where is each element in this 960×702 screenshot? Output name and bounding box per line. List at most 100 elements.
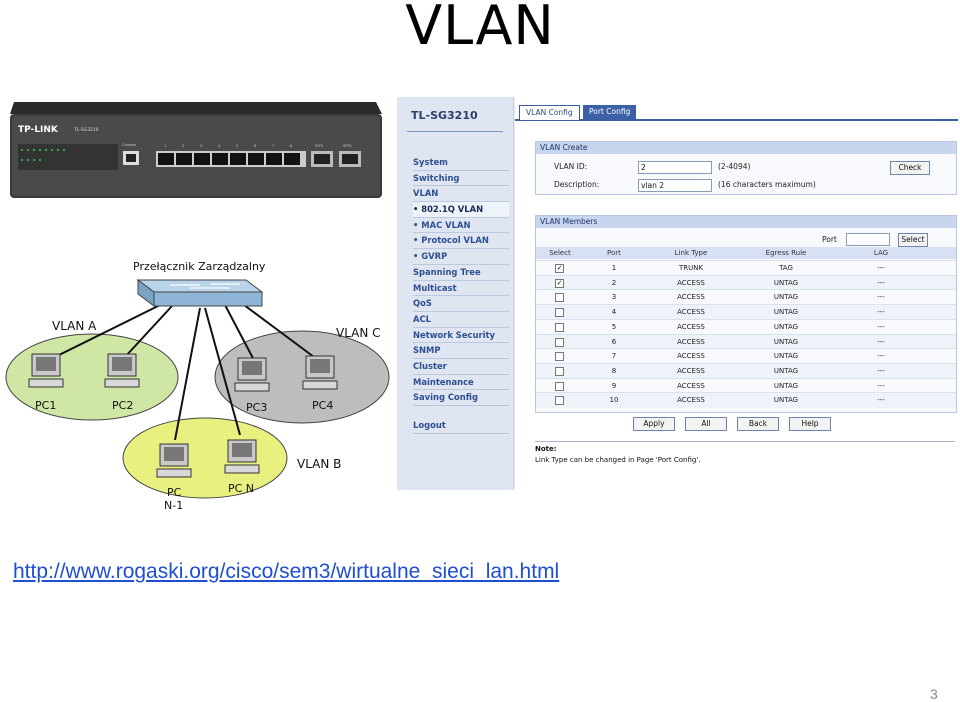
row-lag: --- — [877, 381, 885, 390]
row-checkbox[interactable] — [555, 366, 564, 376]
table-row: 10 ACCESS UNTAG --- — [536, 392, 956, 408]
row-checkbox[interactable] — [555, 396, 564, 406]
hardware-model-label: TL-SG3210 — [73, 127, 99, 133]
tplink-logo: TP-LINK — [18, 125, 59, 135]
row-port: 6 — [611, 337, 617, 346]
vlan-members-header: VLAN Members — [536, 216, 956, 228]
sidebar-item-8021q-vlan[interactable]: • 802.1Q VLAN — [413, 202, 509, 218]
svg-text:1: 1 — [164, 144, 166, 148]
svg-text:3: 3 — [200, 144, 202, 148]
table-row: 5 ACCESS UNTAG --- — [536, 318, 956, 335]
pcn-label: PC N — [228, 482, 254, 495]
sidebar-item-logout[interactable]: Logout — [413, 418, 509, 434]
row-egress: TAG — [779, 264, 793, 272]
row-lag: --- — [877, 264, 885, 272]
row-port: 5 — [611, 322, 617, 331]
svg-text:2: 2 — [182, 144, 184, 148]
sidebar-item-maintenance[interactable]: Maintenance — [413, 375, 509, 391]
row-checkbox[interactable]: ✓ — [555, 278, 564, 288]
row-checkbox[interactable] — [555, 308, 564, 318]
table-row: 6 ACCESS UNTAG --- — [536, 333, 956, 350]
row-egress: UNTAG — [773, 293, 799, 302]
all-button[interactable]: All — [685, 417, 727, 431]
description-input[interactable]: vlan 2 — [638, 179, 712, 192]
row-checkbox[interactable] — [555, 322, 564, 332]
sidebar-item-acl[interactable]: ACL — [413, 312, 509, 328]
check-button[interactable]: Check — [890, 161, 930, 175]
sidebar-nav: System Switching VLAN • 802.1Q VLAN • MA… — [413, 155, 509, 434]
row-port: 7 — [611, 352, 617, 361]
row-port: 2 — [611, 278, 617, 287]
row-port: 9 — [611, 381, 617, 390]
switch-web-ui: TL-SG3210 System Switching VLAN • 802.1Q… — [397, 97, 958, 490]
col-lag: LAG — [873, 249, 889, 257]
pc4-label: PC4 — [312, 399, 333, 412]
sidebar-item-switching[interactable]: Switching — [413, 171, 509, 187]
vlan-c-zone — [214, 330, 390, 424]
sidebar-item-network-security[interactable]: Network Security — [413, 328, 509, 344]
back-button[interactable]: Back — [737, 417, 779, 431]
sidebar-item-system[interactable]: System — [413, 155, 509, 171]
sidebar-item-qos[interactable]: QoS — [413, 296, 509, 312]
vlan-id-input[interactable]: 2 — [638, 161, 712, 174]
sidebar-item-multicast[interactable]: Multicast — [413, 281, 509, 297]
row-checkbox[interactable] — [555, 381, 564, 391]
row-checkbox[interactable] — [555, 293, 564, 303]
switch-hardware-photo: TP-LINK TL-SG3210 Console 1 2 3 4 5 6 7 … — [10, 102, 382, 198]
sidebar-item-protocol-vlan[interactable]: • Protocol VLAN — [413, 233, 509, 250]
vlan-create-header: VLAN Create — [536, 142, 956, 154]
row-egress: UNTAG — [773, 381, 799, 390]
row-lag: --- — [877, 278, 885, 287]
sidebar: TL-SG3210 System Switching VLAN • 802.1Q… — [397, 97, 514, 490]
tab-vlan-config[interactable]: VLAN Config — [519, 105, 580, 120]
row-link-type: TRUNK — [678, 264, 704, 272]
switch-top-edge — [10, 102, 382, 114]
row-egress: UNTAG — [773, 366, 799, 375]
row-link-type: ACCESS — [677, 337, 705, 346]
sidebar-item-snmp[interactable]: SNMP — [413, 343, 509, 359]
row-checkbox[interactable] — [555, 337, 564, 347]
row-link-type: ACCESS — [677, 322, 705, 331]
row-port: 3 — [611, 293, 617, 302]
sidebar-item-spanning-tree[interactable]: Spanning Tree — [413, 265, 509, 281]
port-number-labels: 1 2 3 4 5 6 7 8 SFP1 SFP2 — [164, 144, 352, 148]
port-label-console: Console — [122, 143, 136, 147]
row-checkbox[interactable]: ✓ — [555, 264, 564, 273]
sidebar-item-vlan[interactable]: VLAN — [413, 186, 509, 203]
sidebar-item-saving-config[interactable]: Saving Config — [413, 390, 509, 406]
table-row: 3 ACCESS UNTAG --- — [536, 289, 956, 305]
col-egress-rule: Egress Rule — [765, 249, 807, 257]
help-button[interactable]: Help — [789, 417, 831, 431]
row-port: 1 — [611, 264, 617, 272]
page-number: 3 — [930, 686, 938, 702]
tab-port-config[interactable]: Port Config — [583, 105, 637, 119]
port-filter-input[interactable] — [846, 233, 890, 246]
vlan-b-zone — [122, 417, 288, 499]
row-link-type: ACCESS — [677, 381, 705, 390]
table-row: ✓ 2 ACCESS UNTAG --- — [536, 274, 956, 291]
row-port: 10 — [609, 396, 619, 405]
svg-text:6: 6 — [254, 144, 256, 148]
apply-button[interactable]: Apply — [633, 417, 675, 431]
ethernet-ports — [156, 151, 306, 167]
port-filter-label: Port — [822, 235, 837, 244]
note: Note: Link Type can be changed in Page '… — [535, 445, 700, 464]
brand-divider — [407, 131, 503, 132]
row-checkbox[interactable] — [555, 352, 564, 362]
sidebar-item-mac-vlan[interactable]: • MAC VLAN — [413, 218, 509, 234]
row-lag: --- — [877, 366, 885, 375]
description-label: Description: — [554, 180, 600, 189]
pcn1-label-line2: N-1 — [164, 499, 183, 512]
row-lag: --- — [877, 308, 885, 317]
tab-bar: VLAN Config Port Config — [515, 105, 958, 121]
main-content: VLAN Config Port Config VLAN Create VLAN… — [515, 97, 958, 490]
row-lag: --- — [877, 322, 885, 331]
vlan-members-panel: VLAN Members Port Select Select Port Lin… — [535, 215, 957, 413]
select-button[interactable]: Select — [898, 233, 928, 247]
vlan-network-diagram: Przełącznik Zarządzalny VLAN A VLAN C VL… — [5, 260, 390, 512]
source-link[interactable]: http://www.rogaski.org/cisco/sem3/wirtua… — [13, 560, 560, 583]
sidebar-item-gvrp[interactable]: • GVRP — [413, 249, 509, 265]
sidebar-item-cluster[interactable]: Cluster — [413, 359, 509, 375]
row-link-type: ACCESS — [677, 308, 705, 317]
vlan-create-panel: VLAN Create VLAN ID: 2 (2-4094) Check De… — [535, 141, 957, 195]
